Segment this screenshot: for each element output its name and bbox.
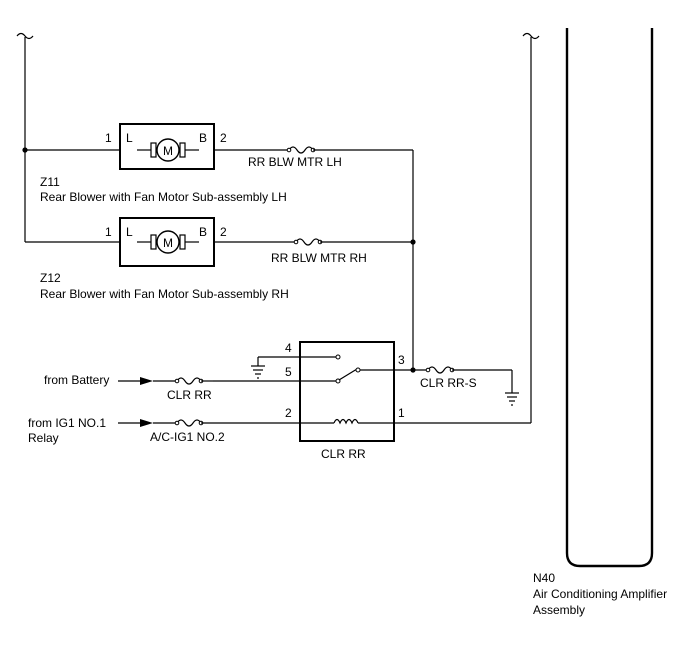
relay-clr-rr-label: CLR RR — [321, 447, 366, 461]
motor-z12-pin-right: 2 — [220, 225, 227, 239]
motor-z12-term-left: L — [126, 225, 133, 239]
source-battery-label: from Battery — [44, 373, 109, 387]
right-wire-break-mark — [522, 32, 540, 40]
motor-z12-symbol: M — [163, 236, 173, 250]
fuse-clr-rr-icon — [176, 377, 202, 385]
fuse-rr-blw-rh-icon — [295, 238, 321, 246]
fuse-clr-rr-s-label: CLR RR-S — [420, 376, 477, 390]
relay-pin-1: 1 — [398, 406, 405, 420]
fuse-clr-rr-s-icon — [427, 366, 453, 374]
fuse-acig1-label: A/C-IG1 NO.2 — [150, 430, 225, 444]
relay-clr-rr-box — [299, 341, 395, 442]
motor-z11-term-left: L — [126, 131, 133, 145]
relay-pin-2: 2 — [285, 406, 292, 420]
motor-z11-pin-right: 2 — [220, 131, 227, 145]
motor-z11-code: Z11 — [40, 175, 60, 189]
motor-z12-name: Rear Blower with Fan Motor Sub-assembly … — [40, 287, 289, 301]
source-ig1-label-line2: Relay — [28, 431, 59, 445]
motor-z12-code: Z12 — [40, 271, 61, 285]
relay-pin-4: 4 — [285, 341, 292, 355]
relay-pin-5: 5 — [285, 365, 292, 379]
fuse-rr-blw-lh-label: RR BLW MTR LH — [248, 155, 342, 169]
amplifier-n40-body — [565, 28, 654, 568]
motor-z11-pin-left: 1 — [105, 131, 112, 145]
relay-coil-icon — [333, 418, 359, 425]
motor-z12-term-right: B — [199, 225, 207, 239]
motor-z12-pin-left: 1 — [105, 225, 112, 239]
motor-z11-term-right: B — [199, 131, 207, 145]
relay-switch-contact — [338, 368, 358, 381]
motor-z11-symbol: M — [163, 144, 173, 158]
fuse-clr-rr-label: CLR RR — [167, 388, 212, 402]
fuse-acig1-icon — [176, 419, 202, 427]
left-wire-break-mark — [16, 32, 34, 40]
clr-rr-s-ground-icon — [505, 392, 519, 406]
splice-right-junction-upper — [410, 239, 416, 245]
source-ig1-label-line1: from IG1 NO.1 — [28, 416, 106, 430]
relay-ground-icon — [251, 365, 265, 379]
fuse-rr-blw-lh-icon — [288, 146, 314, 154]
motor-z12-symbol-icon — [156, 230, 180, 254]
battery-arrow-icon — [140, 377, 153, 385]
fuse-rr-blw-rh-label: RR BLW MTR RH — [271, 251, 367, 265]
splice-left-junction — [22, 147, 28, 153]
amplifier-n40-code: N40 — [533, 571, 555, 585]
motor-z11-name: Rear Blower with Fan Motor Sub-assembly … — [40, 190, 287, 204]
motor-z11: M L B — [119, 123, 215, 170]
ig1-arrow-icon — [140, 419, 153, 427]
amplifier-n40-name-line2: Assembly — [533, 603, 585, 617]
relay-pin-3: 3 — [398, 353, 405, 367]
motor-z11-symbol-icon — [156, 138, 180, 162]
amplifier-n40-name-line1: Air Conditioning Amplifier — [533, 587, 667, 601]
motor-z12: M L B — [119, 217, 215, 267]
